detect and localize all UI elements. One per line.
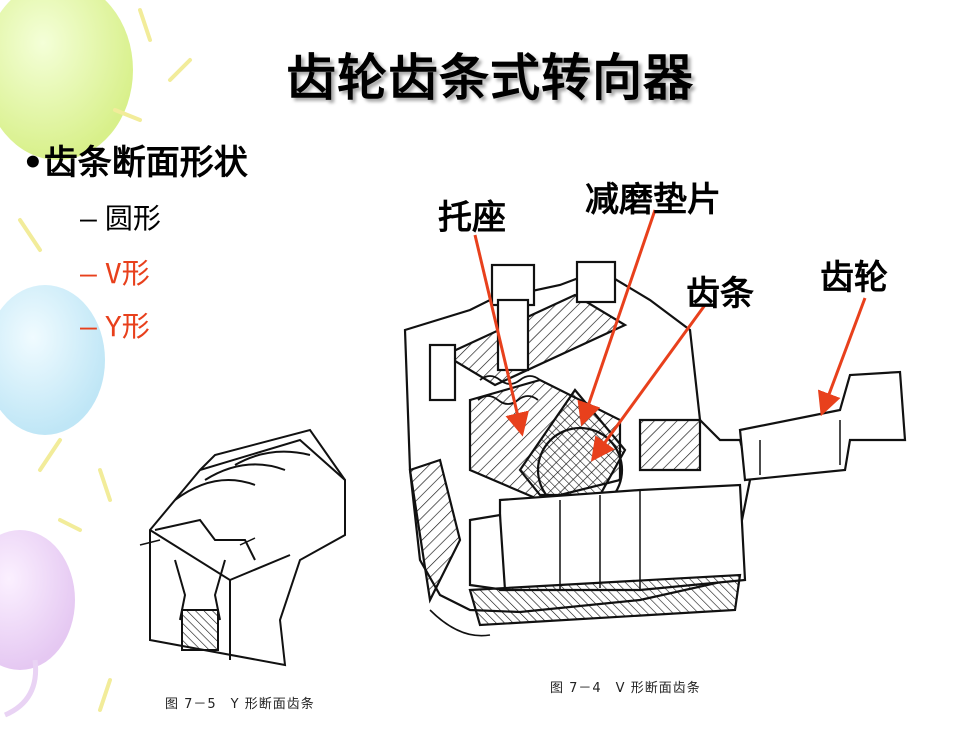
arrow-chilun xyxy=(817,297,867,417)
bullet-heading: •齿条断面形状 xyxy=(22,143,248,183)
dash: – xyxy=(80,310,97,343)
caption-left-figure: 图 7－5 Y 形断面齿条 xyxy=(165,697,315,712)
balloon-purple xyxy=(0,530,75,670)
arrow-tuozuo xyxy=(473,234,529,437)
dash: – xyxy=(80,202,97,235)
list-item-text: Y形 xyxy=(104,310,150,343)
slide-title: 齿轮齿条式转向器 xyxy=(286,48,694,107)
y-section-rack-drawing xyxy=(139,428,346,667)
dash: – xyxy=(80,257,97,290)
balloon-blue xyxy=(0,285,105,435)
list-item-v: –V形 xyxy=(80,252,150,292)
arrow-chitiao xyxy=(590,304,707,462)
list-item-round: –圆形 xyxy=(80,197,161,237)
steering-gear-section-drawing xyxy=(403,260,907,637)
list-item-y: –Y形 xyxy=(80,305,150,345)
label-chilun: 齿轮 xyxy=(820,258,888,298)
pointer-arrows xyxy=(473,209,867,462)
bullet-heading-text: 齿条断面形状 xyxy=(43,143,248,183)
list-item-text: 圆形 xyxy=(104,202,161,235)
label-chitiao: 齿条 xyxy=(686,274,754,314)
arrow-jianmo xyxy=(577,209,657,427)
balloon-green xyxy=(0,0,133,160)
list-item-text: V形 xyxy=(104,257,150,290)
label-jianmo: 减磨垫片 xyxy=(585,180,721,220)
caption-right-figure: 图 7－4 V 形断面齿条 xyxy=(550,681,701,696)
label-tuozuo: 托座 xyxy=(438,198,506,238)
sparkle-lines xyxy=(18,8,192,712)
